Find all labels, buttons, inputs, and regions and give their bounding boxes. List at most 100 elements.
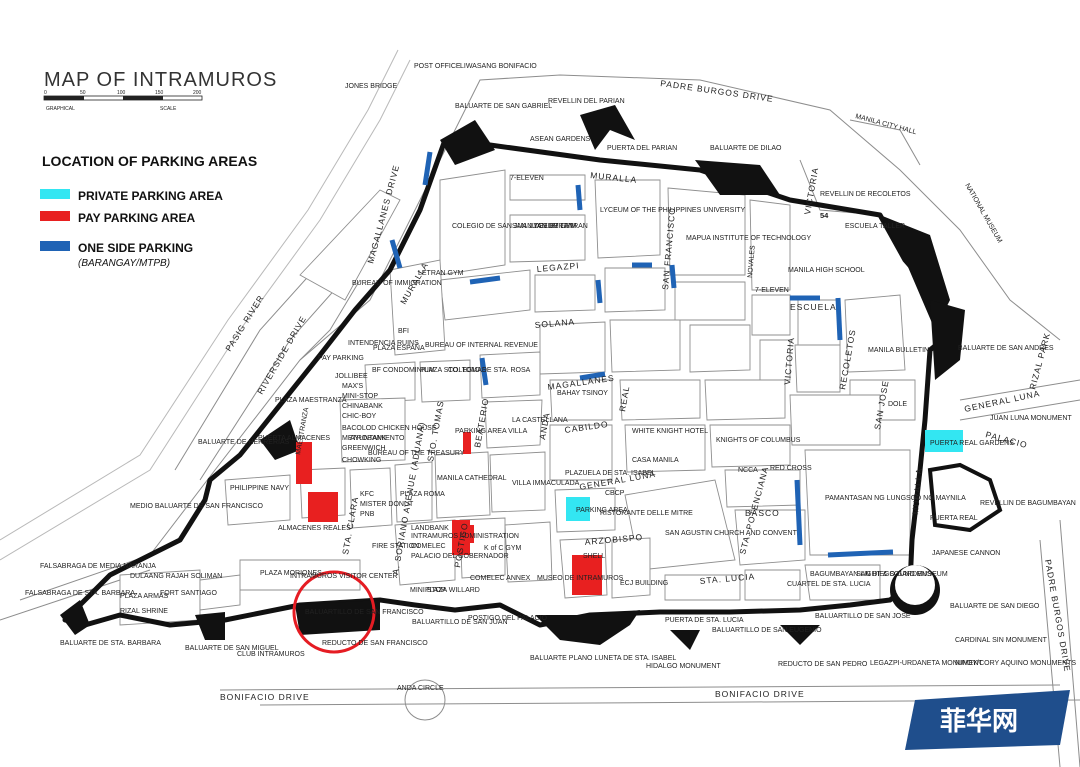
place-label: BUREAU OF INTERNAL REVENUE bbox=[425, 342, 538, 349]
street-victoria-2: VICTORIA bbox=[782, 336, 796, 385]
legend-label-oneside: ONE SIDE PARKING bbox=[78, 241, 193, 255]
one-side-parking-areas bbox=[389, 151, 894, 558]
street-real: REAL bbox=[617, 385, 631, 413]
place-label: COMELEC ANNEX bbox=[470, 575, 531, 582]
place-label: REDUCTO DE SAN FRANCISCO bbox=[322, 640, 428, 647]
place-label: PUERTA DEL PARIAN bbox=[607, 145, 677, 152]
place-label: FALSABRAGA DE STA. BARBARA bbox=[25, 590, 135, 597]
place-label: CBCP bbox=[605, 490, 625, 497]
legend-label-pay: PAY PARKING AREA bbox=[78, 211, 195, 225]
place-label: CASA MANILA bbox=[632, 457, 679, 464]
place-label: LYCEUM GYM bbox=[530, 223, 577, 230]
place-label: BALUARTE DE STA. BARBARA bbox=[60, 640, 161, 647]
place-label: CHIC-BOY bbox=[342, 413, 377, 420]
street-novales: NOVALES bbox=[747, 245, 757, 278]
place-label: BALUARTE DE DILAO bbox=[710, 145, 782, 152]
place-label: PLAZA MORIONES bbox=[260, 570, 322, 577]
scale-tick-0: 0 bbox=[44, 90, 47, 96]
place-label: CHINABANK bbox=[342, 403, 383, 410]
place-label: HIDALGO MONUMENT bbox=[646, 663, 721, 670]
street-solana: SOLANA bbox=[534, 317, 575, 330]
place-label: BAHAY TSINOY bbox=[557, 390, 608, 397]
place-label: MAX'S bbox=[342, 383, 364, 390]
place-label: PALACIO DEL GOBERNADOR bbox=[411, 553, 509, 560]
legend-swatch-private bbox=[40, 189, 70, 199]
place-label: MANILA CATHEDRAL bbox=[437, 475, 507, 482]
place-label: PUERTA REAL GARDENS bbox=[930, 440, 1014, 447]
legend: LOCATION OF PARKING AREAS PRIVATE PARKIN… bbox=[40, 153, 257, 269]
street-bonifacio-right: BONIFACIO DRIVE bbox=[715, 689, 805, 699]
street-escuela: ESCUELA bbox=[790, 302, 837, 312]
place-label: BALUARTE DE HERRERIAS bbox=[198, 439, 290, 446]
pay-parking-areas bbox=[296, 432, 602, 595]
street-sta-lucia: STA. LUCIA bbox=[699, 571, 755, 586]
legend-subnote: (BARANGAY/MTPB) bbox=[78, 258, 170, 269]
place-label: MAPUA INSTITUTE OF TECHNOLOGY bbox=[686, 235, 811, 242]
place-label: BF CONDOMINIUM bbox=[372, 367, 435, 374]
place-label: REVELLIN DE RECOLETOS bbox=[820, 191, 911, 198]
place-label: RED CROSS bbox=[770, 465, 812, 472]
label-pay-parking: PAY PARKING bbox=[318, 355, 364, 362]
place-label: VILLA IMMACULADA bbox=[512, 480, 580, 487]
place-label: MANILA HIGH SCHOOL bbox=[788, 267, 865, 274]
place-label: FIRE STATION bbox=[372, 543, 419, 550]
place-label: LEGAZPI-URDANETA MONUMENT bbox=[870, 660, 983, 667]
place-label: BUREAU OF THE TREASURY bbox=[368, 450, 465, 457]
place-label: PLAZA ARMAS bbox=[120, 593, 169, 600]
label-juan-luna: JUAN LUNA MONUMENT bbox=[990, 415, 1072, 422]
place-label: LANDBANK bbox=[411, 525, 449, 532]
place-label: NCCA bbox=[738, 467, 758, 474]
place-label: CHOWKING bbox=[342, 457, 381, 464]
place-label: COLEGIO DE SAN JUAN DE LETRAN bbox=[452, 223, 573, 230]
place-label: ASEAN GARDENS bbox=[530, 136, 591, 143]
place-label: PARKING AREA bbox=[576, 507, 628, 514]
place-label: BALUARTE DE SAN GABRIEL bbox=[455, 103, 552, 110]
legend-swatch-pay bbox=[40, 211, 70, 221]
place-label: BALUARTE PLANO LUNETA DE STA. ISABEL bbox=[530, 655, 676, 662]
scale-tick-150: 150 bbox=[155, 90, 164, 96]
place-label: PUERTA REAL bbox=[930, 515, 978, 522]
place-label: PHILIPPINE NAVY bbox=[230, 485, 289, 492]
place-label: RISTORANTE DELLE MITRE bbox=[600, 510, 693, 517]
place-label: GREENWICH bbox=[342, 445, 386, 452]
place-label: LETRAN GYM bbox=[418, 270, 464, 277]
place-label: MEDIO BALUARTE DE SAN FRANCISCO bbox=[130, 503, 263, 510]
place-label: REDUCTO DE SAN PEDRO bbox=[778, 661, 868, 668]
place-label: WHITE KNIGHT HOTEL bbox=[632, 428, 708, 435]
place-label: COMELEC bbox=[411, 543, 446, 550]
label-route-54: 54 bbox=[820, 211, 829, 220]
place-label: BALUARTILLO DE SAN EUGENIO bbox=[712, 627, 822, 634]
place-label: ECJ BUILDING bbox=[620, 580, 668, 587]
place-label: PNB bbox=[360, 511, 375, 518]
place-label: BALUARTILLO DE SAN FRANCISCO bbox=[305, 609, 424, 616]
place-label: MANILA BULLETIN bbox=[868, 347, 929, 354]
place-label: BACOLOD CHICKEN HOUSE bbox=[342, 425, 437, 432]
place-label: CLUB INTRAMUROS bbox=[237, 651, 305, 658]
place-label: DULAANG RAJAH SOLIMAN bbox=[130, 573, 222, 580]
place-label: COLEGIO DE STA. ROSA bbox=[448, 367, 531, 374]
place-labels: BALUARTE DE SAN GABRIEL ASEAN GARDENS REVE… bbox=[25, 98, 1076, 692]
place-label: FALSABRAGA DE MEDIA NARANJA bbox=[40, 563, 156, 570]
street-basco: BASCO bbox=[745, 508, 780, 518]
place-label: PAMANTASAN NG LUNGSOD NG MAYNILA bbox=[825, 495, 966, 502]
place-label: ALMACENES REALES bbox=[278, 525, 351, 532]
place-label: DOLE bbox=[888, 401, 907, 408]
place-label: K of C GYM bbox=[484, 545, 522, 552]
place-label: MINI STOP bbox=[410, 587, 446, 594]
place-label: BALUARTILLO DE SAN JUAN bbox=[412, 619, 508, 626]
street-anda: ANDA bbox=[537, 411, 552, 440]
street-legazpi: LEGAZPI bbox=[536, 260, 580, 274]
scale-caption-right: SCALE bbox=[160, 106, 177, 112]
watermark-text: 菲华网 bbox=[940, 706, 1018, 737]
legend-swatch-oneside bbox=[40, 241, 70, 251]
place-label: INTENDENCIA RUINS bbox=[348, 340, 419, 347]
place-label: PLAZUELA DE STA. ISABEL bbox=[565, 470, 656, 477]
street-bonifacio-left: BONIFACIO DRIVE bbox=[220, 692, 310, 702]
place-label: LYCEUM OF THE PHILIPPINES UNIVERSITY bbox=[600, 207, 746, 214]
place-label: BALUARTE DE SAN ANDRES bbox=[958, 345, 1054, 352]
scale-tick-200: 200 bbox=[193, 90, 202, 96]
label-seven-eleven-right: 7-ELEVEN bbox=[755, 287, 789, 294]
place-label: BAGUMBAYAN LIGHT & SOUND MUSEUM bbox=[810, 571, 948, 578]
place-label: PLAZA ROMA bbox=[400, 491, 445, 498]
label-post-office: POST OFFICE bbox=[414, 63, 461, 70]
